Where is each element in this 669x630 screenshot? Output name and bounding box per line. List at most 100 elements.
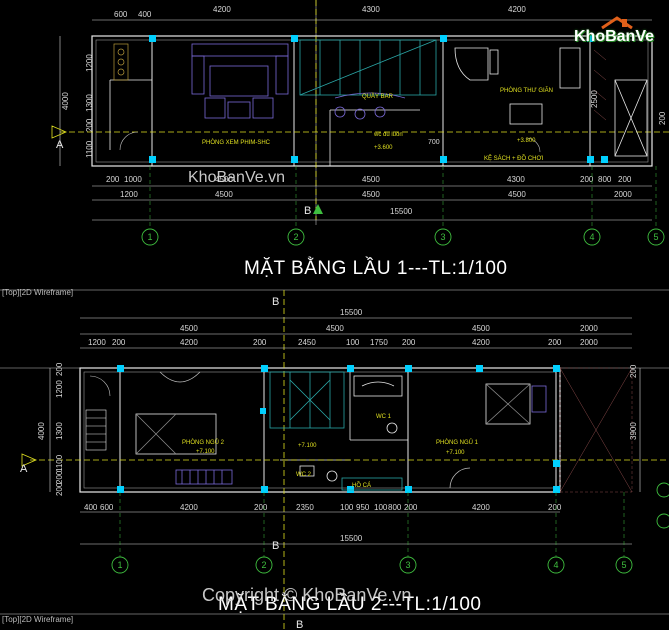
dim-label: 600: [114, 10, 128, 19]
dim-label: 4200: [180, 503, 198, 512]
section-marker-label: B: [304, 205, 311, 217]
dim-label: 4500: [326, 324, 344, 333]
dim-label: 600: [100, 503, 114, 512]
plan1-axis-bubbles: [141, 228, 665, 246]
plan1-right-shaft: [614, 79, 648, 157]
axis-label: 1: [117, 560, 122, 570]
level-label: +7.100: [298, 443, 317, 449]
room-label: WC 2: [296, 472, 312, 478]
dim-label: 2350: [296, 503, 314, 512]
dim-total: 15500: [340, 308, 363, 317]
dim-label: 200: [618, 175, 632, 184]
dim-label: 4500: [508, 190, 526, 199]
dim-label: 1300: [85, 94, 94, 112]
plan2-wardrobe: [85, 375, 111, 451]
level-label: +7.100: [446, 450, 465, 456]
dim-label: 700: [428, 139, 440, 146]
section-marker-label: A: [56, 139, 64, 151]
axis-label: 1: [147, 232, 152, 242]
room-label: WC 1: [376, 414, 392, 420]
plan1-bar-stools: [334, 92, 406, 120]
axis-label: 2: [293, 232, 298, 242]
plan2-fish-pond: [341, 477, 403, 491]
plan1-dim-text: 600 400 4200 4300 4200 1200 4000 1300 20…: [61, 5, 667, 216]
dim-label: 400: [84, 503, 98, 512]
dim-label: 800: [598, 175, 612, 184]
plan2: 15500 4500 4500 4500 2000 1200 200 4200 …: [20, 290, 669, 630]
dim-label: 100: [340, 503, 354, 512]
dim-label: 4500: [362, 175, 380, 184]
room-label: HỒ CÁ: [352, 482, 371, 489]
dim-label: 2450: [298, 338, 316, 347]
dim-label: 200: [548, 338, 562, 347]
plan2-bed1: [449, 383, 547, 489]
plan1-columns: [149, 35, 608, 163]
section-marker-label: B: [272, 296, 279, 308]
plan2-columns: [117, 365, 560, 493]
dim-label: 2000: [580, 338, 598, 347]
plan2-void: [559, 367, 633, 493]
dim-label: 4200: [472, 503, 490, 512]
axis-label: 5: [653, 232, 658, 242]
section-arrow-icon: [313, 204, 323, 214]
plan2-dim-text: 15500 4500 4500 4500 2000 1200 200 4200 …: [37, 308, 638, 543]
room-label: PHÒNG NGỦ 2: [182, 439, 225, 446]
plan2-title: MẶT BẰNG LẦU 2---TL:1/100: [218, 594, 482, 615]
dim-label: 4500: [215, 175, 233, 184]
room-label: KỆ SÁCH + ĐỒ CHƠI: [484, 154, 544, 162]
dim-label: 200: [254, 503, 268, 512]
dim-label: 200: [55, 362, 64, 376]
axis-label: 4: [589, 232, 594, 242]
plan2-room-labels: PHÒNG NGỦ 2 PHÒNG NGỦ 1 WC 1 WC 2 HỒ CÁ …: [182, 414, 479, 489]
dim-label: 200: [55, 482, 64, 496]
plan2-wc1: [353, 375, 403, 434]
plan1-stair: [299, 39, 437, 96]
axis-label: 4: [553, 560, 558, 570]
dim-label: 2000: [614, 190, 632, 199]
room-label: PHÒNG THƯ GIÃN: [500, 87, 553, 94]
dim-label: 1300: [55, 422, 64, 440]
dim-label: 4200: [213, 5, 231, 14]
dim-label: 4200: [180, 338, 198, 347]
dim-label: 200: [658, 111, 667, 125]
dim-label: 1200: [88, 338, 106, 347]
dim-label: 950: [356, 503, 370, 512]
dim-label: 200: [85, 118, 94, 132]
viewport-label[interactable]: [Top][2D Wireframe]: [2, 615, 74, 624]
dim-label: 200: [404, 503, 418, 512]
room-label: QUẦY BAR: [362, 93, 394, 100]
plan2-stair: [269, 371, 345, 429]
dim-label: 2000: [580, 324, 598, 333]
dim-total: 15500: [340, 534, 363, 543]
plan1-theater-furniture: [191, 43, 289, 119]
dim-label: 4300: [362, 5, 380, 14]
dim-label: 100: [346, 338, 360, 347]
dim-label: 4200: [472, 338, 490, 347]
plan1-piano: [454, 47, 581, 125]
dim-label: 1200: [120, 190, 138, 199]
dim-label: 1750: [370, 338, 388, 347]
dim-total: 15500: [390, 207, 413, 216]
khobanve-logo-icon: [601, 16, 633, 30]
axis-label: 3: [405, 560, 410, 570]
plan1-axis-labels: 1 2 3 4 5: [147, 232, 658, 242]
room-label: PHÒNG NGỦ 1: [436, 439, 479, 446]
plan2-bed2: [135, 371, 233, 485]
dim-label: 200: [402, 338, 416, 347]
dim-label: 3900: [629, 422, 638, 440]
dim-label: 200: [629, 364, 638, 378]
dim-label: 4500: [215, 190, 233, 199]
viewport-label[interactable]: [Top][2D Wireframe]: [2, 288, 74, 297]
dim-label: 4200: [508, 5, 526, 14]
section-marker-label: B: [272, 540, 279, 552]
dim-label: 400: [138, 10, 152, 19]
plan2-axis-labels: 1 2 3 4 5: [117, 560, 626, 570]
dim-label: 1200: [55, 380, 64, 398]
section-marker-label: B: [296, 619, 303, 630]
dim-label: 4000: [61, 92, 70, 110]
plan1-title: MẶT BẰNG LẦU 1---TL:1/100: [244, 258, 508, 279]
section-marker-icon: [51, 125, 68, 139]
plan1-outer-wall: [91, 35, 653, 167]
